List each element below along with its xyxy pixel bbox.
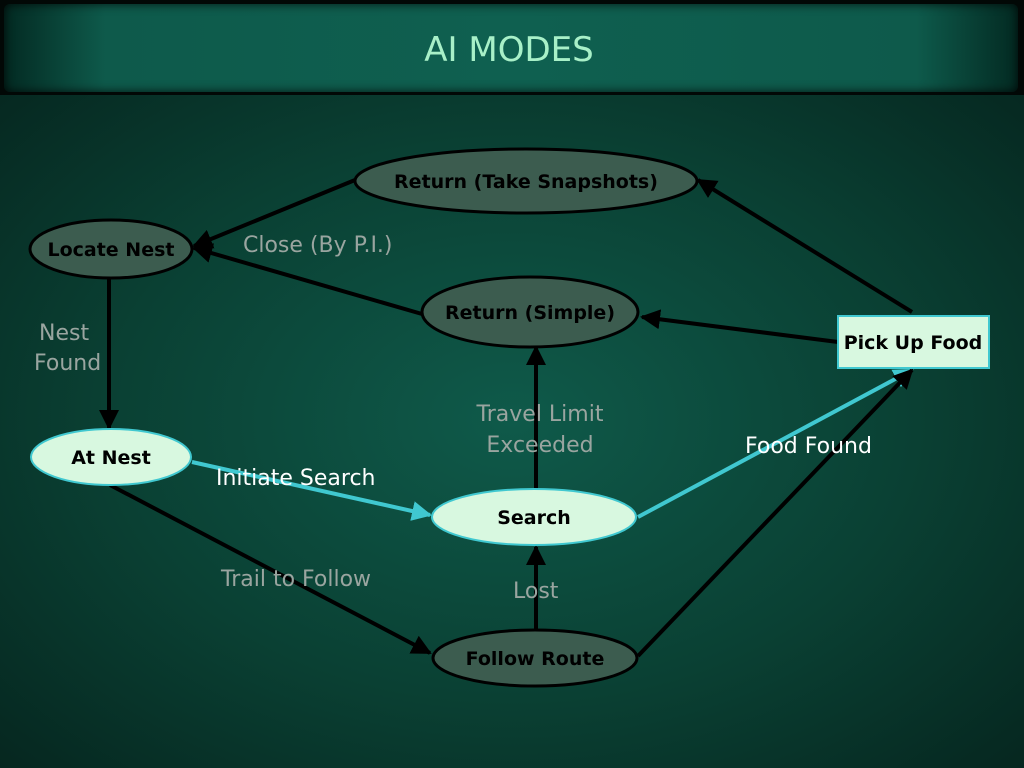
node-label: Follow Route [466,648,605,670]
node-label: Locate Nest [47,239,174,261]
label-trail-to-follow: Trail to Follow [220,567,371,592]
node-label: Pick Up Food [844,332,983,354]
node-locate-nest: Locate Nest [28,218,194,280]
label-food-found: Food Found [745,434,872,459]
label-close-by-pi: Close (By P.I.) [243,233,393,258]
label-lost: Lost [513,579,559,604]
title-bar: AI MODES [0,0,1024,95]
node-pick-up-food: Pick Up Food [837,315,990,369]
node-follow-route: Follow Route [431,628,639,688]
edge-pickup-to-return-snapshots [696,178,914,314]
node-at-nest: At Nest [30,428,192,486]
node-label: At Nest [71,447,151,469]
label-nest-found-line1: Nest [39,321,89,346]
label-nest-found-line2: Found [34,351,101,376]
edge-return-simple-to-locate-nest [192,243,423,316]
edge-at-nest-to-search [191,460,432,521]
edge-pickup-to-return-simple [640,309,839,344]
edge-search-to-pickup [637,368,914,519]
edges [99,178,914,658]
node-label: Return (Simple) [445,302,615,324]
edge-follow-route-to-pickup [636,368,914,658]
node-label: Return (Take Snapshots) [394,171,658,193]
slide-title: AI MODES [424,30,594,70]
node-return-simple: Return (Simple) [420,275,640,349]
label-travel-limit-line2: Exceeded [486,433,593,458]
label-initiate-search: Initiate Search [216,466,376,491]
edge-return-snapshots-to-locate-nest [192,178,356,249]
node-search: Search [431,488,637,546]
node-return-take-snapshots: Return (Take Snapshots) [353,147,699,215]
node-label: Search [497,507,571,529]
edge-at-nest-to-follow-route [109,483,432,655]
label-travel-limit-line1: Travel Limit [476,402,604,427]
title-band [4,4,1018,92]
